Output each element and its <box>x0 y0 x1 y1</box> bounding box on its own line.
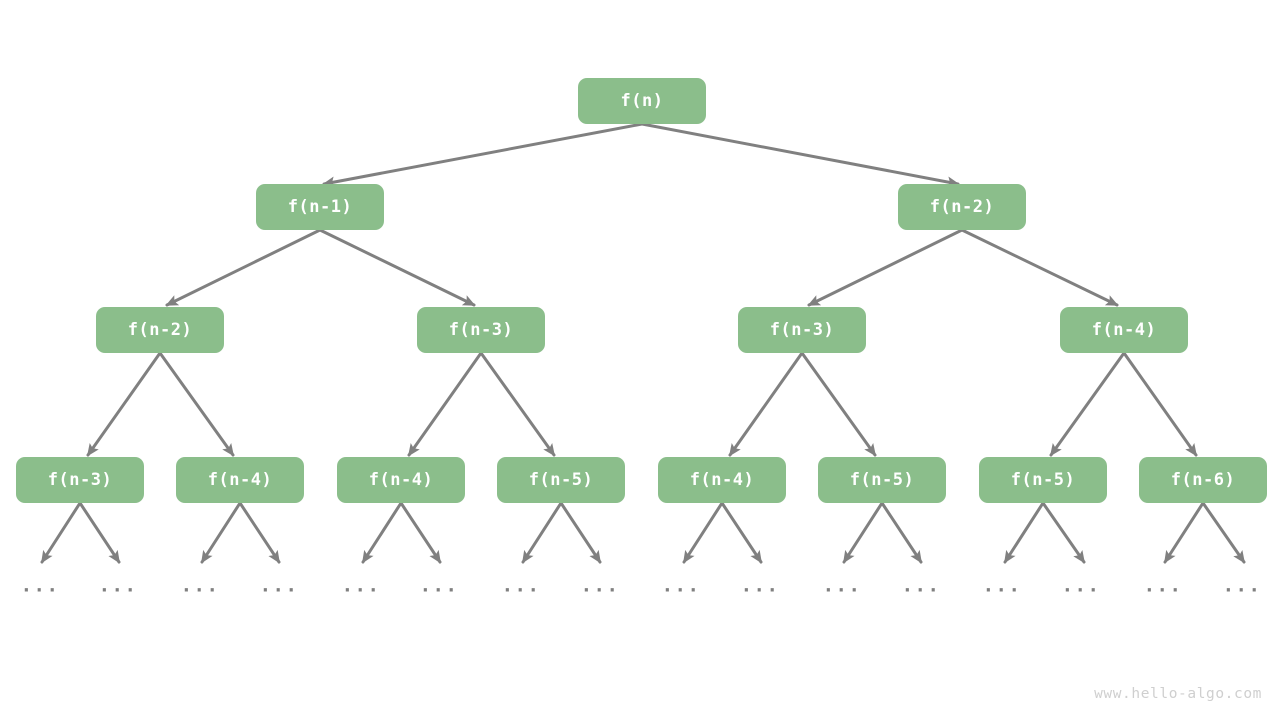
edge-l3n3-left <box>521 501 563 564</box>
edge-l3n6-left <box>1003 501 1045 564</box>
tree-node-l3-0: f(n-3) <box>16 457 144 503</box>
watermark: www.hello-algo.com <box>1094 686 1262 702</box>
edge-l3n5-right <box>880 501 923 564</box>
tree-node-l2-1: f(n-3) <box>417 307 545 353</box>
ellipsis-mark-6: ... <box>501 574 541 597</box>
tree-node-l2-0: f(n-2) <box>96 307 224 353</box>
tree-node-l0-0: f(n) <box>578 78 706 124</box>
edge-fn2-to-fn4 <box>960 228 1119 307</box>
edge-l2n1-right <box>479 351 556 457</box>
edge-l2n3-right <box>1122 351 1198 457</box>
edge-l3n6-right <box>1041 501 1086 564</box>
tree-node-l3-4: f(n-4) <box>658 457 786 503</box>
ellipsis-mark-3: ... <box>259 574 299 597</box>
edge-fn2-to-fn3 <box>807 228 964 307</box>
tree-node-l2-2: f(n-3) <box>738 307 866 353</box>
edge-l3n1-left <box>200 501 242 564</box>
edge-l2n0-right <box>158 351 235 457</box>
edge-fn1-to-fn2 <box>165 228 322 307</box>
ellipsis-mark-4: ... <box>341 574 381 597</box>
ellipsis-mark-0: ... <box>20 574 60 597</box>
tree-node-l2-3: f(n-4) <box>1060 307 1188 353</box>
ellipsis-mark-2: ... <box>180 574 220 597</box>
ellipsis-mark-7: ... <box>580 574 620 597</box>
edge-l3n4-left <box>682 501 724 564</box>
ellipsis-mark-9: ... <box>740 574 780 597</box>
ellipsis-mark-10: ... <box>822 574 862 597</box>
edge-l2n2-left <box>728 351 804 457</box>
edge-l3n7-left <box>1163 501 1205 564</box>
edge-l2n0-left <box>86 351 162 457</box>
edge-l2n3-left <box>1049 351 1126 457</box>
tree-node-l3-2: f(n-4) <box>337 457 465 503</box>
tree-node-l3-1: f(n-4) <box>176 457 304 503</box>
edge-root-to-fn2 <box>640 122 960 188</box>
edge-l3n4-right <box>720 501 763 564</box>
ellipsis-mark-12: ... <box>982 574 1022 597</box>
ellipsis-mark-14: ... <box>1143 574 1183 597</box>
edge-l2n2-right <box>800 351 877 457</box>
tree-node-l1-0: f(n-1) <box>256 184 384 230</box>
tree-node-l3-5: f(n-5) <box>818 457 946 503</box>
tree-node-l3-6: f(n-5) <box>979 457 1107 503</box>
ellipsis-mark-15: ... <box>1222 574 1262 597</box>
edge-l3n7-right <box>1201 501 1246 564</box>
tree-node-l3-3: f(n-5) <box>497 457 625 503</box>
ellipsis-mark-1: ... <box>98 574 138 597</box>
ellipsis-mark-5: ... <box>419 574 459 597</box>
edge-l3n2-right <box>399 501 442 564</box>
edge-l2n1-left <box>407 351 483 457</box>
edge-l3n0-left <box>40 501 82 564</box>
edge-fn1-to-fn3 <box>318 228 476 307</box>
edge-l3n5-left <box>842 501 884 564</box>
tree-node-l3-7: f(n-6) <box>1139 457 1267 503</box>
ellipsis-mark-8: ... <box>661 574 701 597</box>
ellipsis-mark-13: ... <box>1061 574 1101 597</box>
edge-root-to-fn1 <box>322 122 644 188</box>
ellipsis-mark-11: ... <box>901 574 941 597</box>
edge-l3n0-right <box>78 501 121 564</box>
tree-node-l1-1: f(n-2) <box>898 184 1026 230</box>
edge-l3n3-right <box>559 501 602 564</box>
edge-l3n2-left <box>361 501 403 564</box>
edge-l3n1-right <box>238 501 281 564</box>
